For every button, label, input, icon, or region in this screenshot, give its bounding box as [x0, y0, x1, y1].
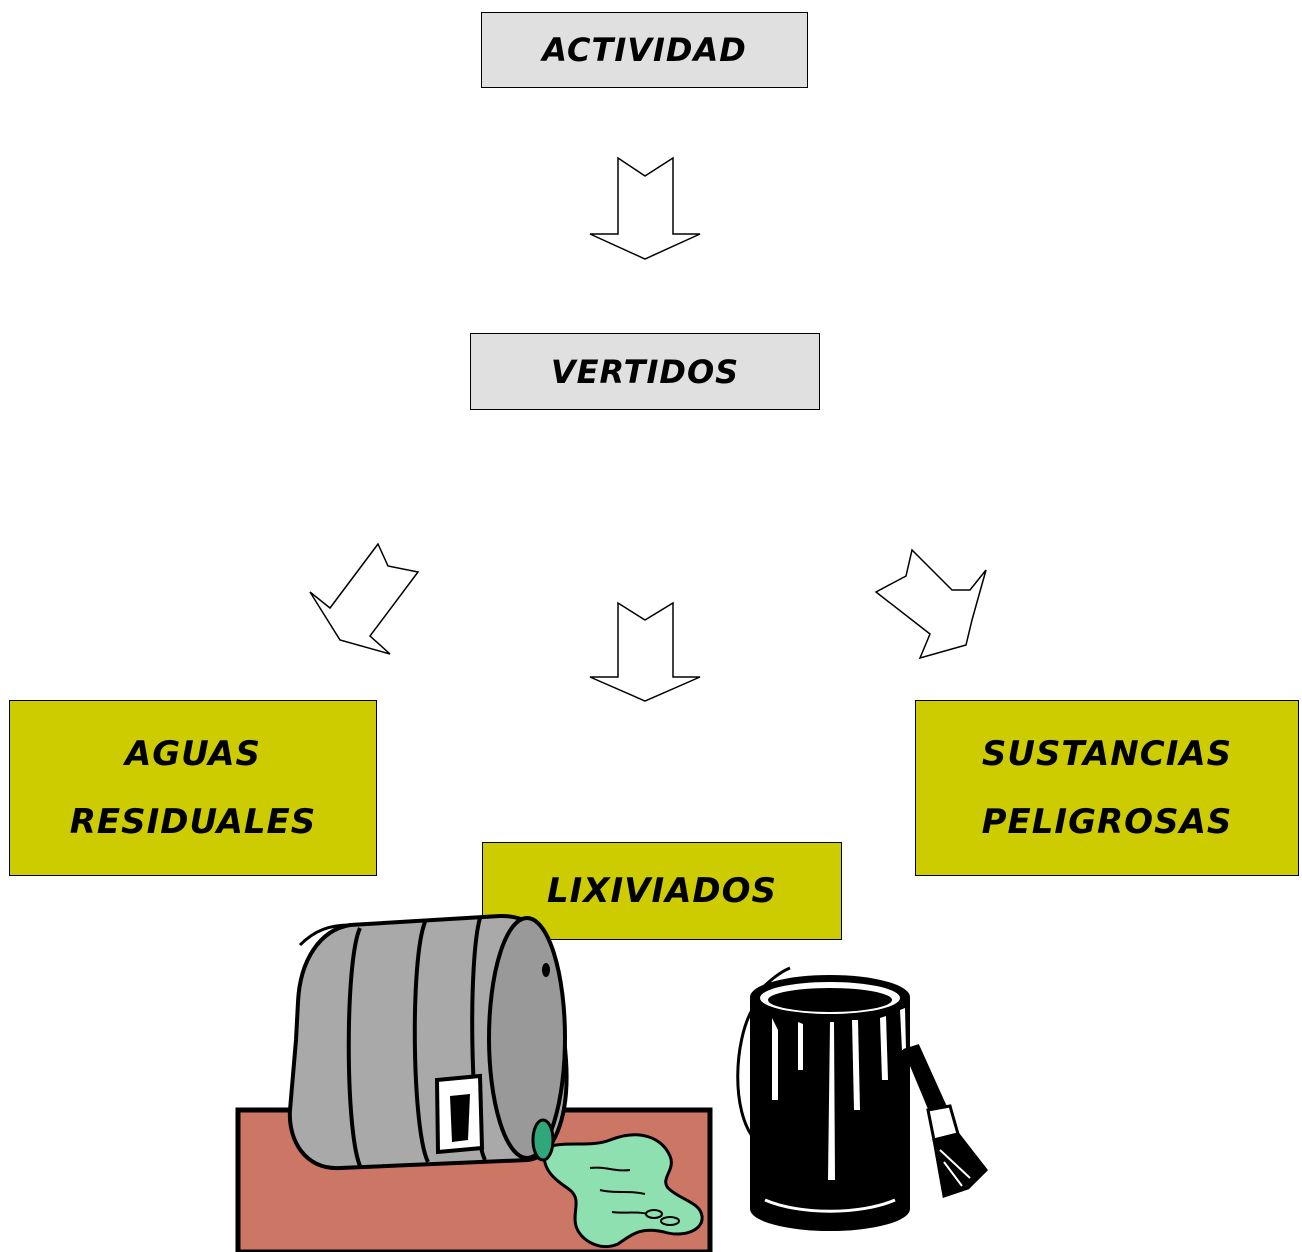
- sustancias-label-line2: PELIGROSAS: [981, 802, 1233, 842]
- paint-brush-icon: [902, 1044, 988, 1198]
- vertidos-box: VERTIDOS: [470, 333, 820, 410]
- aguas-label-line2: RESIDUALES: [69, 802, 317, 842]
- spill-icon: [542, 1133, 704, 1249]
- activity-box: ACTIVIDAD: [481, 12, 808, 88]
- vertidos-label: VERTIDOS: [550, 352, 740, 391]
- sustancias-label-line1: SUSTANCIAS: [981, 734, 1233, 774]
- oil-barrel-icon: [287, 913, 569, 1171]
- arrow-down-right-icon: [874, 548, 987, 660]
- sustancias-peligrosas-box: SUSTANCIAS PELIGROSAS: [915, 700, 1299, 876]
- aguas-residuales-box: AGUAS RESIDUALES: [9, 700, 377, 876]
- lixiviados-box: LIXIVIADOS: [482, 842, 842, 940]
- paint-can-icon: [736, 966, 910, 1231]
- arrow-down-icon: [589, 156, 701, 260]
- arrow-down-icon: [589, 601, 701, 702]
- arrow-down-left-icon: [309, 542, 420, 655]
- activity-label: ACTIVIDAD: [542, 31, 747, 69]
- lixiviados-label: LIXIVIADOS: [546, 871, 778, 911]
- aguas-label-line1: AGUAS: [124, 734, 262, 774]
